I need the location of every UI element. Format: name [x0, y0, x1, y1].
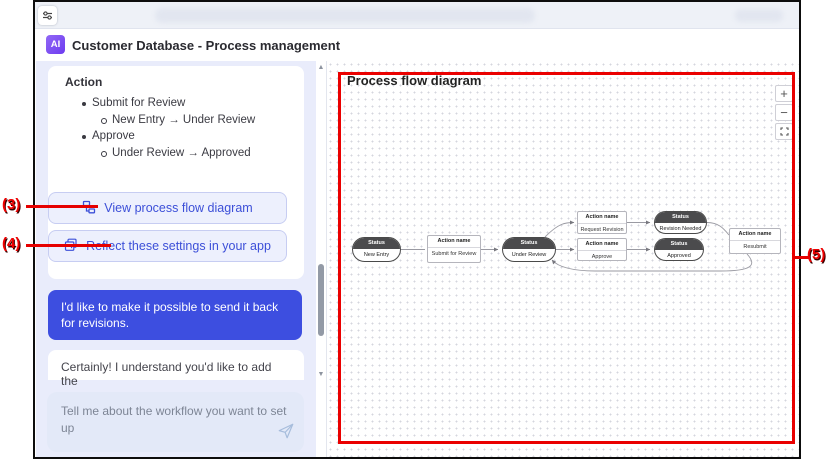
scrollbar-thumb[interactable] [318, 264, 324, 336]
node-label: Under Review [511, 252, 547, 258]
ai-logo: AI [46, 35, 65, 54]
diagram-pane: Process flow diagram + − [327, 61, 799, 457]
node-label: Resubmit [743, 244, 767, 250]
list-item: New Entry → Under Review [48, 112, 304, 129]
blurred-toolbar-item [735, 9, 783, 22]
assistant-message-card-2: Certainly! I understand you'd like to ad… [48, 350, 304, 388]
annotation-line-3 [26, 205, 98, 208]
action-node-approve[interactable]: Action name Approve [577, 238, 627, 261]
button-label: Reflect these settings in your app [86, 239, 271, 253]
node-header: Action name [578, 239, 626, 251]
node-header: Status [655, 212, 706, 223]
flow-diagram-icon [82, 200, 96, 217]
node-label: Submit for Review [431, 251, 477, 257]
app-window: AI Customer Database - Process managemen… [33, 0, 801, 459]
action-node-request-revision[interactable]: Action name Request Revision [577, 211, 627, 234]
node-header: Action name [428, 236, 480, 248]
scroll-down-icon[interactable]: ▼ [317, 371, 325, 378]
node-label: Revision Needed [659, 226, 702, 232]
annotation-label-4: (4) [2, 235, 21, 252]
status-node-revision-needed[interactable]: Status Revision Needed [654, 211, 707, 234]
list-item: Submit for Review [48, 95, 304, 112]
browser-topbar [35, 2, 799, 29]
status-node-approved[interactable]: Status Approved [654, 238, 704, 261]
action-node-resubmit[interactable]: Action name Resubmit [729, 228, 781, 254]
node-header: Action name [578, 212, 626, 224]
scroll-up-icon[interactable]: ▲ [317, 64, 325, 71]
chat-scrollbar[interactable]: ▲ ▼ [317, 64, 325, 379]
sliders-icon[interactable] [38, 6, 57, 25]
blurred-address-bar [155, 8, 535, 23]
annotation-label-5: (5) [807, 246, 826, 263]
node-header: Status [353, 238, 400, 249]
node-label: Approved [667, 253, 691, 259]
view-process-flow-diagram-button[interactable]: View process flow diagram [48, 192, 287, 224]
button-label: View process flow diagram [104, 201, 253, 215]
annotation-line-5 [793, 256, 809, 259]
chat-input[interactable]: Tell me about the workflow you want to s… [47, 392, 304, 452]
fit-view-icon [779, 127, 789, 136]
panel-divider [326, 61, 327, 457]
reflect-settings-button[interactable]: Reflect these settings in your app [48, 230, 287, 262]
node-label: Request Revision [580, 227, 624, 233]
action-list: Submit for Review New Entry → Under Revi… [48, 95, 304, 161]
annotation-line-4 [26, 244, 111, 247]
node-label: New Entry [363, 252, 390, 258]
status-node-new-entry[interactable]: Status New Entry [352, 237, 401, 262]
diagram-title: Process flow diagram [347, 73, 482, 88]
node-header: Action name [730, 229, 780, 241]
page-title: Customer Database - Process management [72, 38, 341, 53]
input-placeholder: Tell me about the workflow you want to s… [61, 404, 287, 435]
status-node-under-review[interactable]: Status Under Review [502, 237, 556, 262]
assistant-message-card: Action Submit for Review New Entry → Und… [48, 66, 304, 279]
action-node-submit-for-review[interactable]: Action name Submit for Review [427, 235, 481, 263]
list-item: Approve [48, 128, 304, 145]
action-heading: Action [65, 75, 103, 89]
list-item: Under Review → Approved [48, 145, 304, 162]
annotation-label-3: (3) [2, 196, 21, 213]
send-icon[interactable] [277, 422, 295, 445]
flow-edges [401, 220, 753, 272]
node-header: Status [503, 238, 555, 249]
app-header: AI Customer Database - Process managemen… [35, 29, 799, 61]
chat-panel: Action Submit for Review New Entry → Und… [36, 61, 316, 457]
user-message-bubble: I'd like to make it possible to send it … [48, 290, 302, 340]
node-label: Approve [591, 254, 613, 260]
node-header: Status [655, 239, 703, 250]
